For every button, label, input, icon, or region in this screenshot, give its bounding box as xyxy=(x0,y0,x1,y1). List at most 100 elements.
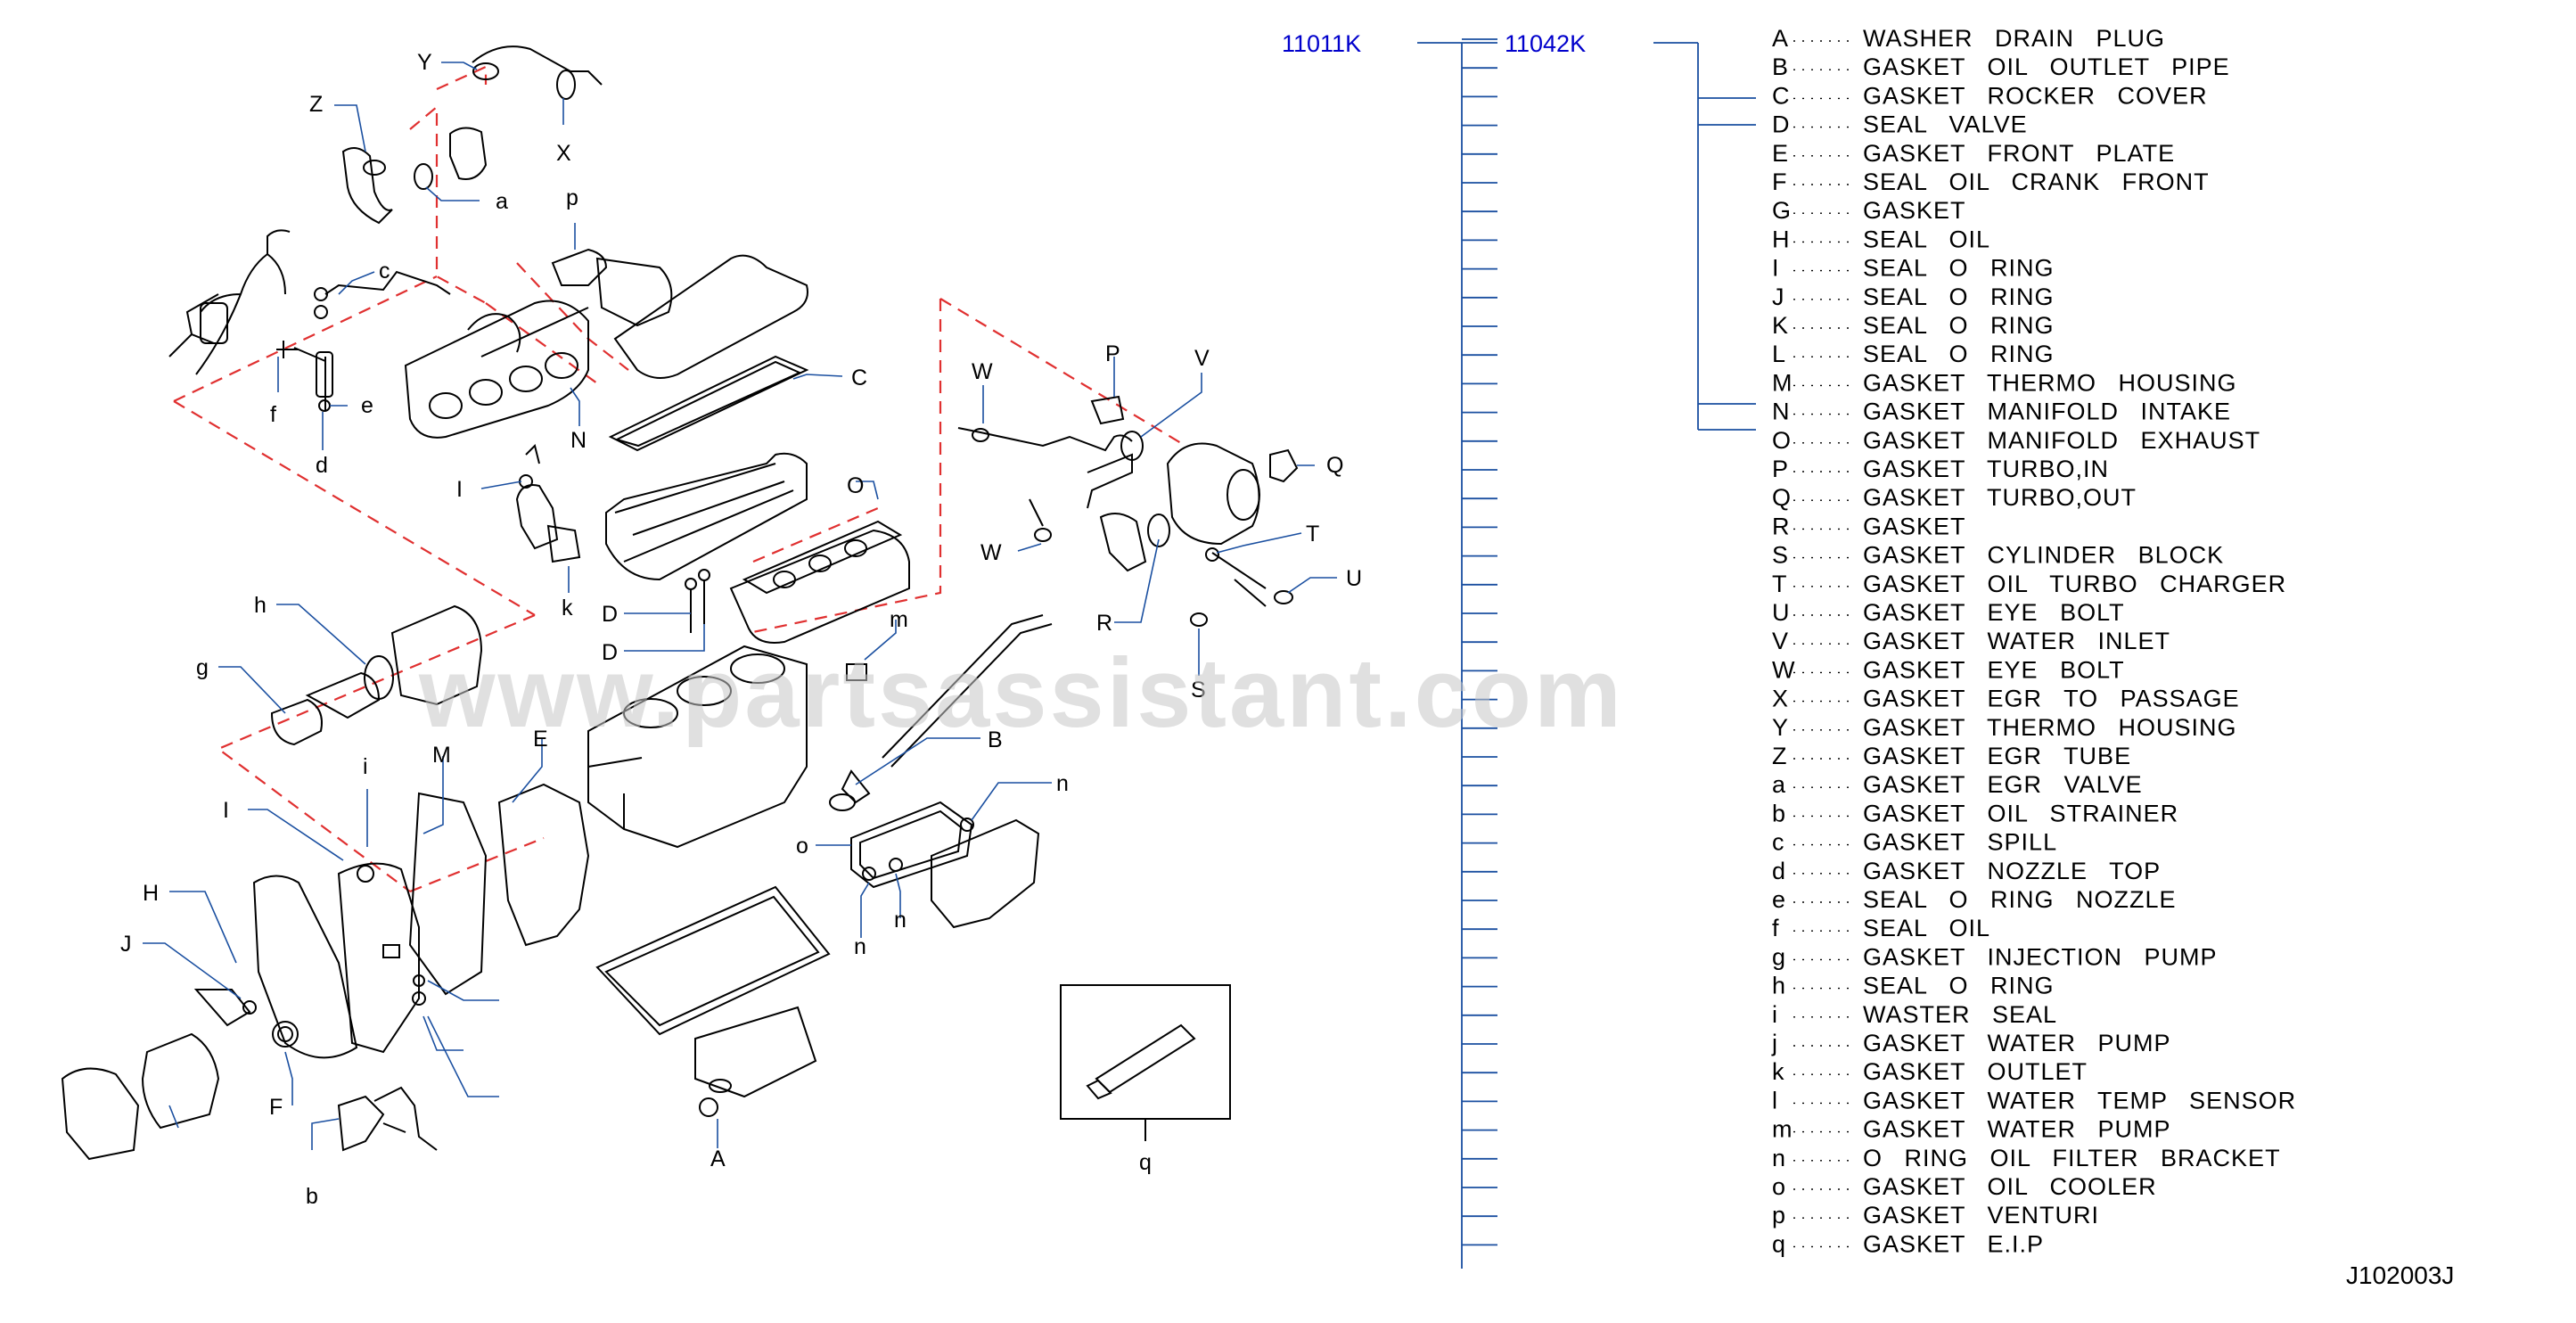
egr-gasket-a xyxy=(414,163,433,190)
legend-row[interactable]: j GASKET WATER PUMP xyxy=(1771,1030,2171,1056)
legend-letter: Z xyxy=(1772,743,1787,769)
legend-description: SEAL O RING xyxy=(1863,312,2055,339)
harness-block xyxy=(200,302,228,344)
callout-J: J xyxy=(120,932,132,957)
callout-n3: n xyxy=(1056,771,1069,796)
legend-letter: J xyxy=(1772,284,1784,310)
legend-row[interactable]: D SEAL VALVE xyxy=(1772,111,2028,138)
legend-description: WASHER DRAIN PLUG xyxy=(1863,25,2165,52)
legend-description: WASTER SEAL xyxy=(1863,1001,2057,1028)
legend-description: GASKET OIL TURBO CHARGER xyxy=(1863,571,2286,597)
legend-description: GASKET MANIFOLD EXHAUST xyxy=(1863,427,2260,454)
intake-manifold-gasket-line xyxy=(480,307,589,357)
callout-p: p xyxy=(566,185,578,210)
parent-part-code[interactable]: 11011K xyxy=(1282,30,1361,57)
bore-3 xyxy=(730,653,785,684)
legend-description: SEAL O RING xyxy=(1863,284,2055,310)
water-pump-cover xyxy=(61,1067,140,1161)
legend-letter: j xyxy=(1771,1030,1777,1056)
callout-T: T xyxy=(1306,522,1319,546)
oil-outlet-gasket-b xyxy=(841,769,871,804)
legend-description: SEAL VALVE xyxy=(1863,111,2028,138)
oil-strainer xyxy=(373,1086,438,1151)
legend-description: GASKET EYE BOLT xyxy=(1863,599,2125,626)
intake-inlet xyxy=(467,313,521,353)
intake-manifold xyxy=(404,300,589,439)
legend-row[interactable]: i WASTER SEAL xyxy=(1772,1001,2057,1028)
legend-letter: D xyxy=(1772,111,1790,138)
legend-description: GASKET SPILL xyxy=(1863,829,2057,856)
legend-description: GASKET CYLINDER BLOCK xyxy=(1863,542,2224,569)
legend-letter: Q xyxy=(1772,484,1791,511)
legend-letter: i xyxy=(1772,1001,1777,1028)
legend-row[interactable]: p GASKET VENTURI xyxy=(1772,1202,2099,1228)
legend-row[interactable]: J SEAL O RING xyxy=(1772,284,2055,310)
legend-letter: d xyxy=(1772,858,1785,884)
egr-tube-part xyxy=(472,45,603,86)
child-part-code[interactable]: 11042K xyxy=(1505,30,1586,57)
assembly-guide-lines xyxy=(173,65,1186,893)
legend-description: GASKET WATER PUMP xyxy=(1863,1030,2171,1056)
bore-2 xyxy=(677,676,732,706)
legend-description: GASKET VENTURI xyxy=(1863,1202,2099,1228)
callout-d: d xyxy=(316,453,328,478)
legend-description: GASKET EYE BOLT xyxy=(1863,656,2125,683)
legend-letter: h xyxy=(1772,973,1785,999)
legend-letter: k xyxy=(1772,1058,1784,1085)
legend-letter: B xyxy=(1772,53,1788,80)
egr-gasket-x xyxy=(556,70,576,100)
callout-k: k xyxy=(562,596,573,620)
gasket-g xyxy=(382,944,400,958)
oil-pipe-m xyxy=(882,614,1053,768)
legend-letter: M xyxy=(1772,369,1793,396)
egr-housing-part xyxy=(449,127,488,180)
callout-F: F xyxy=(269,1095,283,1120)
callout-X: X xyxy=(556,141,571,166)
legend-description: SEAL OIL xyxy=(1863,226,1990,252)
crank-seal-f xyxy=(272,1021,299,1048)
oil-pan-gasket xyxy=(595,885,831,1036)
legend-letter: p xyxy=(1772,1202,1785,1228)
callout-I-upper: I xyxy=(456,477,463,502)
legend-letter: V xyxy=(1772,628,1788,654)
